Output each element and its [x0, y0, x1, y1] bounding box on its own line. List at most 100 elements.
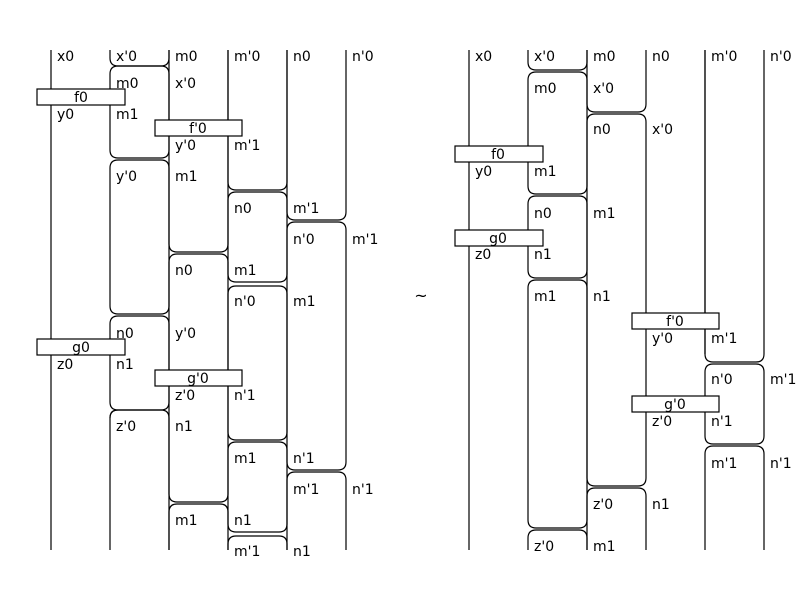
wire-label: m'1: [352, 232, 378, 248]
wire-label: z'0: [652, 414, 672, 430]
wire-label: z0: [475, 247, 491, 263]
wire-label: m0: [593, 49, 616, 65]
wire-label: z'0: [534, 539, 554, 555]
relation-symbol: ~: [414, 286, 427, 305]
wire-label: m1: [534, 289, 557, 305]
wire-label: m'1: [711, 456, 737, 472]
wire-label: y'0: [175, 326, 196, 342]
box-f0-prime-rect: [154, 119, 243, 137]
box-g0-prime-rect: [154, 369, 243, 387]
wire-label: x'0: [534, 49, 555, 65]
wire-label: m'1: [293, 201, 319, 217]
box-g0-label: g0: [72, 340, 90, 356]
wire-label: n1: [175, 419, 193, 435]
wire-label: z0: [57, 357, 73, 373]
swap-cap: [704, 50, 765, 363]
wire-label: n'0: [234, 294, 256, 310]
swap-cap: [586, 487, 647, 550]
wire-label: m0: [116, 76, 139, 92]
wire-label: y'0: [175, 138, 196, 154]
box-g0-rect: [454, 229, 544, 247]
wire-label: n'1: [293, 451, 315, 467]
wire-label: n1: [652, 497, 670, 513]
box-g0: g0: [454, 229, 544, 247]
swap-oval: [704, 363, 765, 445]
swap-cap: [286, 50, 347, 221]
wire-label: n'1: [711, 414, 733, 430]
wire-label: n1: [593, 289, 611, 305]
wire-label: n'1: [234, 388, 256, 404]
wire-label: m1: [293, 294, 316, 310]
wire-label: m'0: [234, 49, 260, 65]
box-g0-rect: [36, 338, 126, 356]
wire-label: n1: [234, 513, 252, 529]
swap-oval: [286, 221, 347, 471]
box-g0-prime: g'0: [154, 369, 243, 387]
box-g0-prime-label: g'0: [664, 397, 686, 413]
box-f0: f0: [454, 145, 544, 163]
box-f0-prime-rect: [631, 312, 720, 330]
wire-label: n'0: [293, 232, 315, 248]
wire-label: m1: [234, 263, 257, 279]
swap-oval: [586, 113, 647, 487]
wire-label: m1: [593, 206, 616, 222]
swap-oval: [527, 279, 588, 529]
box-f0-label: f0: [491, 147, 505, 163]
left-diagram: f0 f'0 g0 g'0 x0 x'0 m0 m'0 n0 n'0 m0 x'…: [36, 49, 378, 560]
wire-label: n'0: [711, 372, 733, 388]
wire-label: y0: [57, 107, 74, 123]
box-f0-prime: f'0: [154, 119, 243, 137]
wire-label: n0: [116, 326, 134, 342]
wire-label: m1: [534, 164, 557, 180]
box-g0: g0: [36, 338, 126, 356]
wire-label: y'0: [116, 169, 137, 185]
wire-label: m1: [175, 169, 198, 185]
wire-label: x'0: [116, 49, 137, 65]
wire-label: n'0: [770, 49, 792, 65]
wire-label: n0: [234, 201, 252, 217]
wire-label: m'1: [770, 372, 796, 388]
box-g0-prime-label: g'0: [187, 371, 209, 387]
wire-label: n0: [593, 122, 611, 138]
wire-label: m1: [593, 539, 616, 555]
wire-label: n0: [652, 49, 670, 65]
swap-cap: [286, 471, 347, 550]
wire-label: y'0: [652, 331, 673, 347]
wire-label: m'1: [711, 331, 737, 347]
wire-label: y0: [475, 164, 492, 180]
swap-cap: [586, 50, 647, 113]
wire-label: m'1: [293, 482, 319, 498]
wire-label: m0: [175, 49, 198, 65]
wire-label: x0: [57, 49, 74, 65]
wire-label: x'0: [652, 122, 673, 138]
box-f0-rect: [36, 88, 126, 106]
box-f0-label: f0: [74, 90, 88, 106]
box-g0-label: g0: [489, 231, 507, 247]
box-f0-prime: f'0: [631, 312, 720, 330]
wire-label: n'0: [352, 49, 374, 65]
wire-label: n1: [116, 357, 134, 373]
wire-label: n0: [175, 263, 193, 279]
wire-label: n0: [534, 206, 552, 222]
wire-label: m'0: [711, 49, 737, 65]
wire-label: m1: [175, 513, 198, 529]
wire-label: m1: [116, 107, 139, 123]
swap-cap: [704, 445, 765, 550]
wire-label: m1: [234, 451, 257, 467]
wire-label: z'0: [116, 419, 136, 435]
wire-label: m'1: [234, 138, 260, 154]
wire-label: x'0: [175, 76, 196, 92]
wire-label: z'0: [175, 388, 195, 404]
wire-label: x'0: [593, 81, 614, 97]
wire-label: z'0: [593, 497, 613, 513]
box-f0-prime-label: f'0: [189, 121, 207, 137]
wire-label: m'1: [234, 544, 260, 560]
wire-label: m0: [534, 81, 557, 97]
wire-label: n0: [293, 49, 311, 65]
wire-label: n'1: [352, 482, 374, 498]
wire-label: n1: [293, 544, 311, 560]
wire-label: x0: [475, 49, 492, 65]
right-diagram: f0 g0 f'0 g'0 x0 x'0 m0 n0 m'0 n'0 m0 x'…: [454, 49, 796, 555]
box-f0: f0: [36, 88, 126, 106]
